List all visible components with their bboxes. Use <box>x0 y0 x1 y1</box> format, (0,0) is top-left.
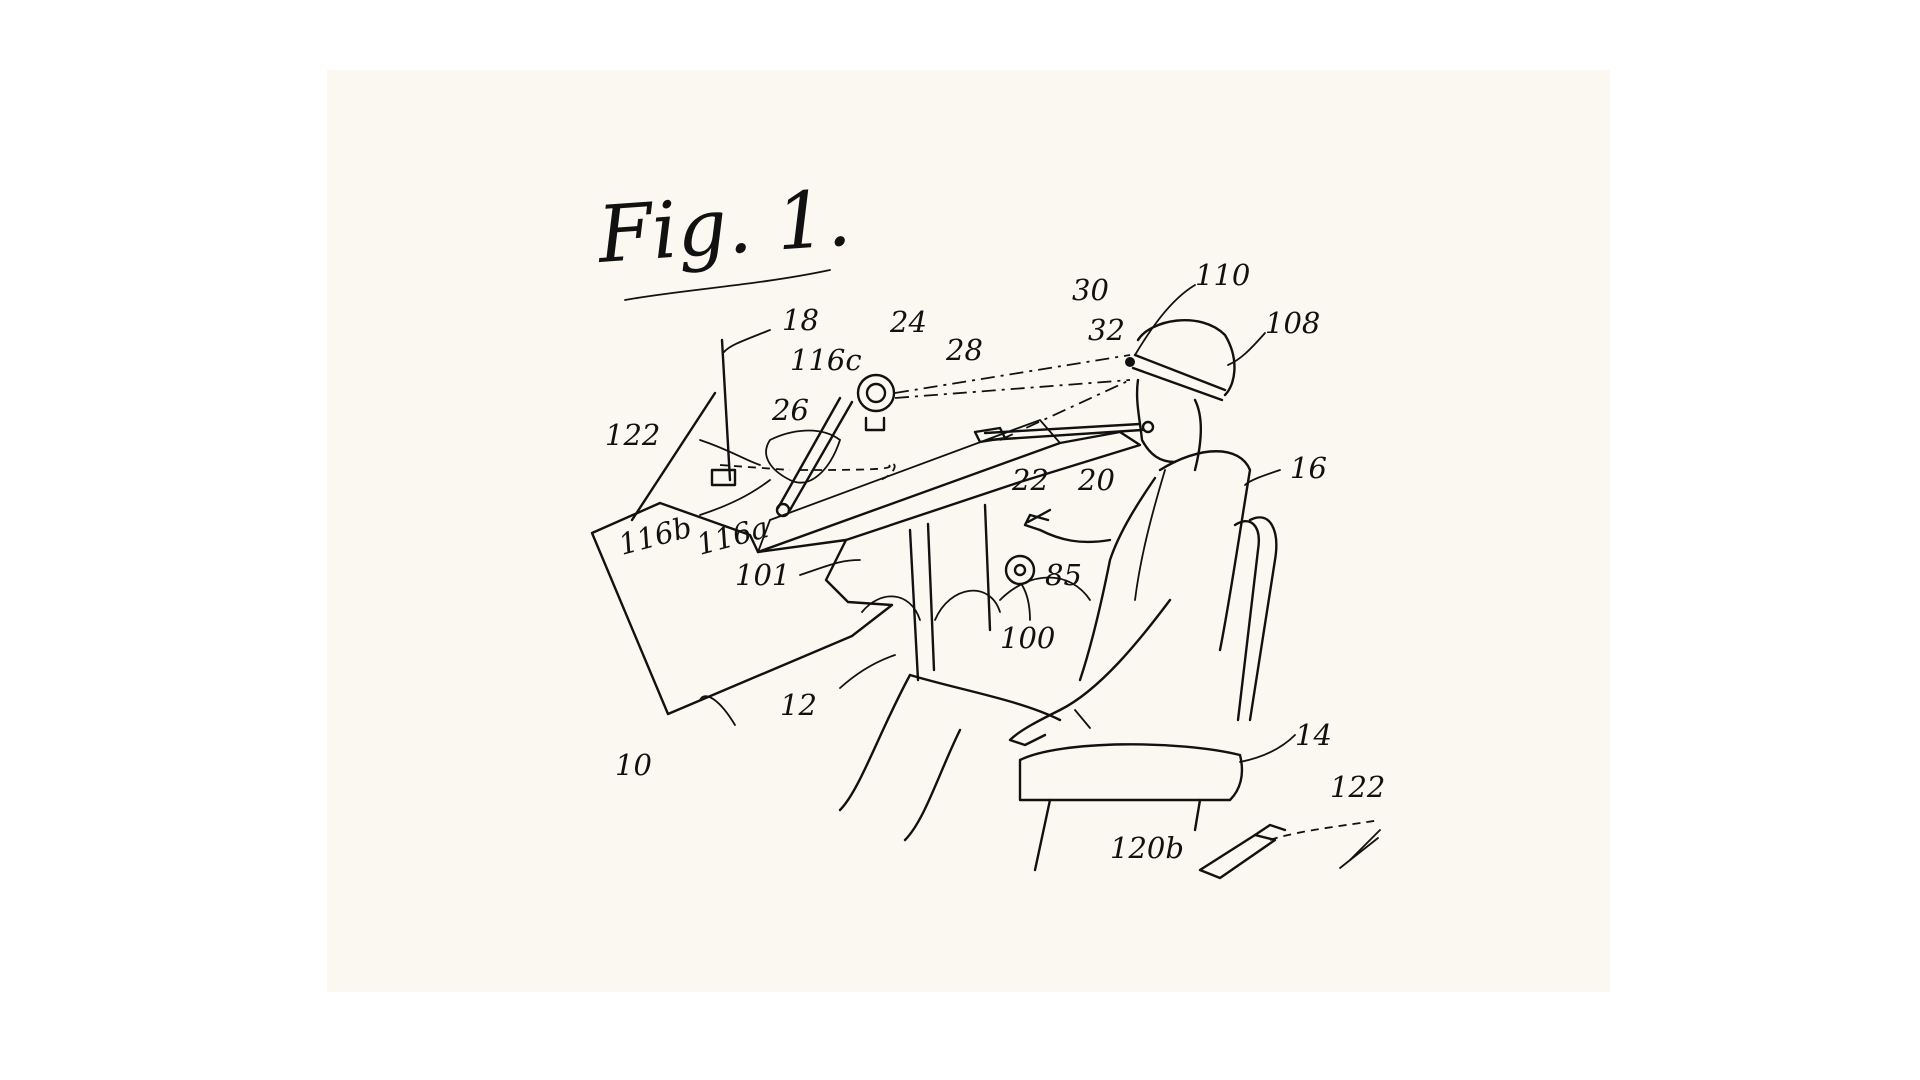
chair-seat <box>1018 743 1244 802</box>
scanner-lens <box>856 373 896 413</box>
mouth-stick-lower <box>986 428 1144 442</box>
label-20: 20 <box>1077 463 1115 497</box>
label-85: 85 <box>1045 558 1082 592</box>
label-108: 108 <box>1265 306 1320 340</box>
drafting-board <box>590 501 894 716</box>
headband-bottom <box>1131 366 1224 402</box>
leader-10 <box>699 695 736 726</box>
leg-front <box>838 673 912 812</box>
label-22: 22 <box>1011 463 1049 497</box>
leader-108 <box>1227 332 1266 366</box>
label-101: 101 <box>735 558 790 592</box>
label-10: 10 <box>615 748 652 782</box>
torso-back <box>1158 450 1252 652</box>
board-top-surface <box>756 430 1142 554</box>
label-12: 12 <box>780 688 817 722</box>
mouthpiece <box>1141 420 1155 434</box>
detail-clamp <box>1253 823 1287 837</box>
detail-hatch-1 <box>1349 829 1381 861</box>
label-122-left: 122 <box>605 418 660 452</box>
label-110: 110 <box>1195 258 1250 292</box>
leader-100 <box>1021 584 1031 621</box>
table-leg-1 <box>908 528 920 682</box>
beam-upper <box>894 354 1131 394</box>
label-116c: 116c <box>790 343 862 377</box>
label-30: 30 <box>1072 273 1109 307</box>
scanner-mount <box>864 416 886 432</box>
arch-1 <box>861 595 921 621</box>
lap-forearm <box>1058 598 1172 712</box>
hidden-link <box>719 464 791 471</box>
head-top <box>1136 319 1236 397</box>
scanner-inner <box>865 382 887 404</box>
label-120b: 120b <box>1110 831 1184 865</box>
upper-arm <box>1038 528 1112 544</box>
tie-line <box>1134 469 1166 601</box>
leader-122-left <box>699 439 761 466</box>
label-24: 24 <box>889 305 927 339</box>
chair-leg-front <box>1033 798 1052 872</box>
title-underline <box>624 269 831 301</box>
thigh-top <box>908 673 1062 722</box>
paper-background <box>327 70 1610 992</box>
chair-back <box>1248 516 1278 722</box>
figure-title: Fig. 1. <box>593 174 854 282</box>
label-14: 14 <box>1295 718 1332 752</box>
post-base <box>710 468 737 487</box>
label-28: 28 <box>945 333 983 367</box>
vertical-post <box>720 338 732 482</box>
face-profile <box>1135 378 1177 464</box>
arm-116a <box>776 396 842 510</box>
stick-tip <box>973 426 1007 444</box>
leader-116b <box>699 479 771 516</box>
label-32: 32 <box>1088 313 1125 347</box>
hidden-outline <box>799 463 896 481</box>
beam-lower <box>894 379 1131 399</box>
headband-sensor <box>1125 357 1135 367</box>
leader-18 <box>723 329 771 353</box>
leg-back <box>903 728 962 842</box>
detail-cable <box>1269 819 1381 841</box>
beam-return <box>999 379 1131 441</box>
torso-front <box>1078 476 1157 682</box>
cuff <box>1074 709 1091 729</box>
label-18: 18 <box>782 303 819 337</box>
arch-3 <box>999 576 1091 601</box>
label-100: 100 <box>1000 621 1055 655</box>
ear-neck <box>1193 398 1202 472</box>
roller <box>1004 554 1036 586</box>
detail-hatch-2 <box>1339 837 1379 869</box>
label-122-right: 122 <box>1330 770 1385 804</box>
lap-hand <box>1008 708 1062 747</box>
leader-14 <box>1239 734 1296 763</box>
leader-12 <box>839 654 896 689</box>
leader-110 <box>1134 284 1196 356</box>
arm-116a-outer <box>788 400 854 512</box>
chair-back-inner <box>1233 519 1260 722</box>
roller-axle <box>1013 563 1027 577</box>
pen <box>1026 508 1052 524</box>
arm-pivot <box>775 502 791 518</box>
hand-on-pen <box>1023 513 1050 532</box>
leader-16 <box>1244 469 1281 486</box>
diagonal-rod <box>630 391 717 522</box>
board-edge <box>757 418 1061 553</box>
arch-2 <box>934 589 1001 621</box>
table-leg-3 <box>983 503 992 632</box>
label-26: 26 <box>771 393 809 427</box>
label-16: 16 <box>1290 451 1327 485</box>
leader-101 <box>799 559 861 576</box>
cam-body <box>765 429 842 484</box>
headband-top <box>1133 353 1227 392</box>
mouth-stick <box>983 422 1142 435</box>
detail-bracket <box>1198 833 1277 880</box>
table-leg-2 <box>926 522 936 672</box>
chair-leg-back <box>1193 798 1202 832</box>
